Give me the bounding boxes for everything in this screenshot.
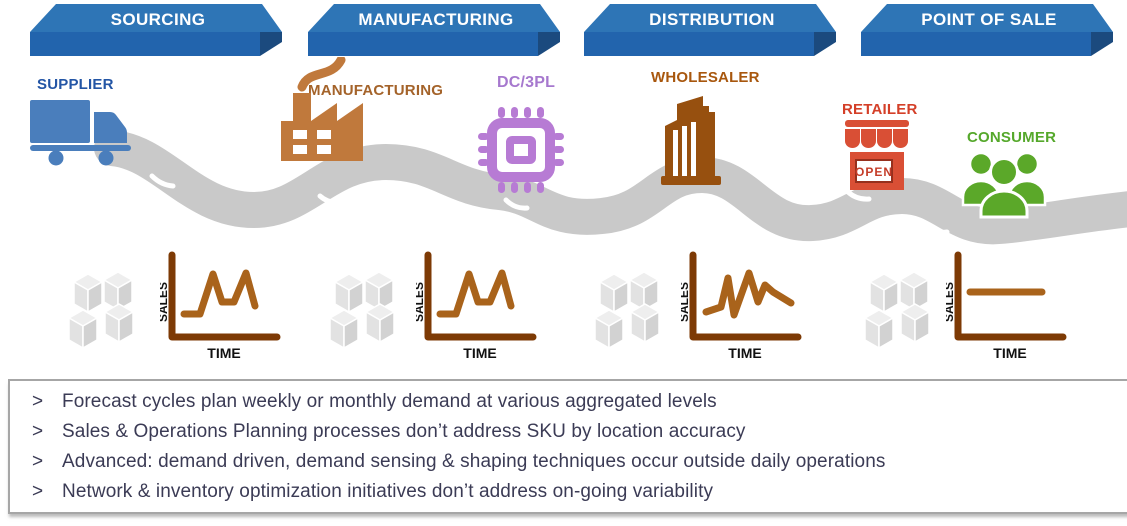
banner-sourcing: SOURCING: [30, 4, 282, 56]
banner-distribution-label: DISTRIBUTION: [649, 10, 775, 29]
chip-icon: [478, 107, 564, 193]
chart-axes: [954, 251, 1067, 341]
supplier-label: SUPPLIER: [37, 76, 114, 93]
sales-time-chart-distribution: SALES TIME: [681, 251, 802, 361]
x-axis-label: TIME: [728, 345, 761, 361]
smoke-icon: [297, 57, 346, 92]
consumer-label: CONSUMER: [967, 129, 1057, 146]
storefront-icon: OPEN: [845, 120, 909, 190]
chart-axes: [689, 251, 802, 341]
x-axis-label: TIME: [207, 345, 240, 361]
people-icon: [961, 151, 1047, 219]
y-axis-label: SALES: [681, 282, 691, 322]
banner-point-of-sale-label: POINT OF SALE: [921, 10, 1057, 29]
banner-distribution: DISTRIBUTION: [584, 4, 836, 56]
bullet-marker: >: [32, 421, 44, 442]
sales-time-chart-point-of-sale: SALES TIME: [946, 251, 1067, 361]
note-text: Forecast cycles plan weekly or monthly d…: [62, 391, 717, 412]
note-bullet-1: > Forecast cycles plan weekly or monthly…: [26, 387, 1127, 417]
banner-point-of-sale: POINT OF SALE: [861, 4, 1113, 56]
banner-manufacturing-label: MANUFACTURING: [358, 10, 513, 29]
chart-axes: [424, 251, 537, 341]
note-bullet-2: > Sales & Operations Planning processes …: [26, 417, 1127, 447]
truck-icon: [30, 100, 131, 166]
banner-manufacturing: MANUFACTURING: [308, 4, 560, 56]
note-bullet-3: > Advanced: demand driven, demand sensin…: [26, 447, 1127, 477]
factory-icon: [281, 57, 363, 161]
manufacturing-label: MANUFACTURING: [308, 82, 444, 99]
data-cubes-icon: [593, 272, 661, 350]
retailer-label: RETAILER: [842, 101, 918, 118]
note-bullet-4: > Network & inventory optimization initi…: [26, 477, 1127, 507]
sales-time-chart-manufacturing: SALES TIME: [416, 251, 537, 361]
notes-box: > Forecast cycles plan weekly or monthly…: [8, 379, 1127, 514]
note-text: Advanced: demand driven, demand sensing …: [62, 451, 886, 472]
open-sign: OPEN: [855, 165, 893, 179]
note-text: Network & inventory optimization initiat…: [62, 481, 714, 502]
sales-line: [180, 269, 259, 318]
data-cubes-icon: [67, 272, 135, 350]
sales-line: [702, 269, 795, 319]
chart-axes: [168, 251, 281, 341]
banner-sourcing-label: SOURCING: [111, 10, 206, 29]
data-cubes-icon: [328, 272, 396, 350]
sales-line: [436, 269, 515, 318]
wholesaler-label: WHOLESALER: [651, 69, 760, 86]
road-dash-marks: [149, 173, 950, 235]
dc3pl-label: DC/3PL: [497, 74, 556, 91]
x-axis-label: TIME: [993, 345, 1026, 361]
y-axis-label: SALES: [946, 282, 956, 322]
bullet-marker: >: [32, 481, 44, 502]
warehouse-icon: [661, 96, 721, 185]
y-axis-label: SALES: [160, 282, 170, 322]
note-text: Sales & Operations Planning processes do…: [62, 421, 746, 442]
bullet-marker: >: [32, 391, 44, 412]
data-cubes-icon: [863, 272, 931, 350]
y-axis-label: SALES: [416, 282, 426, 322]
x-axis-label: TIME: [463, 345, 496, 361]
bullet-marker: >: [32, 451, 44, 472]
sales-time-chart-sourcing: SALES TIME: [160, 251, 281, 361]
